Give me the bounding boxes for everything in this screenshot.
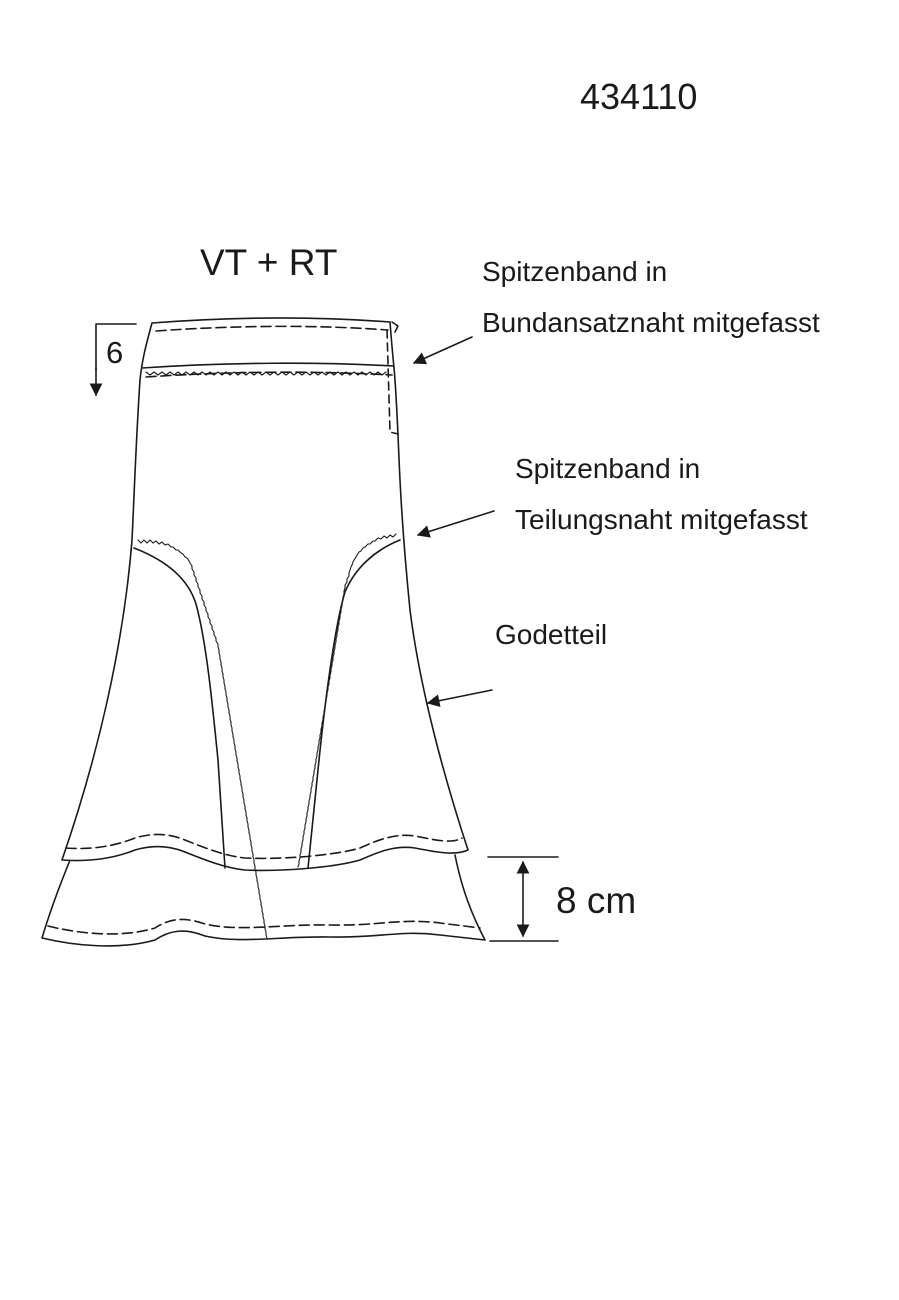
left-seam-lace <box>137 539 268 939</box>
left-panel-seam <box>133 539 268 939</box>
left-seam-line <box>133 547 226 869</box>
callout-arrow-panel-lace <box>416 510 495 538</box>
right-panel-seam <box>297 533 401 869</box>
hem-stitching <box>65 833 463 860</box>
skirt-body <box>61 317 469 872</box>
waistband-depth-value: 6 <box>106 335 124 370</box>
lower-flounce-outline <box>41 854 486 947</box>
zipper-tab <box>391 321 399 333</box>
panel-seam-lace-note-line2: Teilungsnaht mitgefasst <box>515 504 808 535</box>
waistband-lace-note-line2: Bundansatznaht mitgefasst <box>482 307 820 338</box>
model-number: 434110 <box>580 76 698 117</box>
flounce-height-value: 8 cm <box>556 880 637 921</box>
view-label: VT + RT <box>200 242 338 283</box>
waistband-lower-seam <box>141 362 395 369</box>
depth-bracket <box>95 323 137 371</box>
right-seam-lace <box>297 533 397 868</box>
flounce-height-dimension <box>487 856 559 942</box>
zipper-stitching <box>386 329 399 435</box>
waistband-depth-indicator <box>89 323 137 397</box>
waistband <box>141 321 399 435</box>
lower-flounce <box>41 854 486 947</box>
panel-seam-lace-note-line1: Spitzenband in <box>515 453 701 484</box>
callout-arrow-waistband-lace <box>412 336 473 365</box>
lower-flounce-stitching <box>47 918 481 935</box>
callout-arrow-godet <box>426 689 493 707</box>
godet-panel-label: Godetteil <box>495 619 608 650</box>
waistband-lace-edge <box>145 371 387 376</box>
skirt-body-outline <box>61 317 469 872</box>
waistband-lace-note-line1: Spitzenband in <box>482 256 668 287</box>
waistband-top-stitching <box>155 325 389 332</box>
